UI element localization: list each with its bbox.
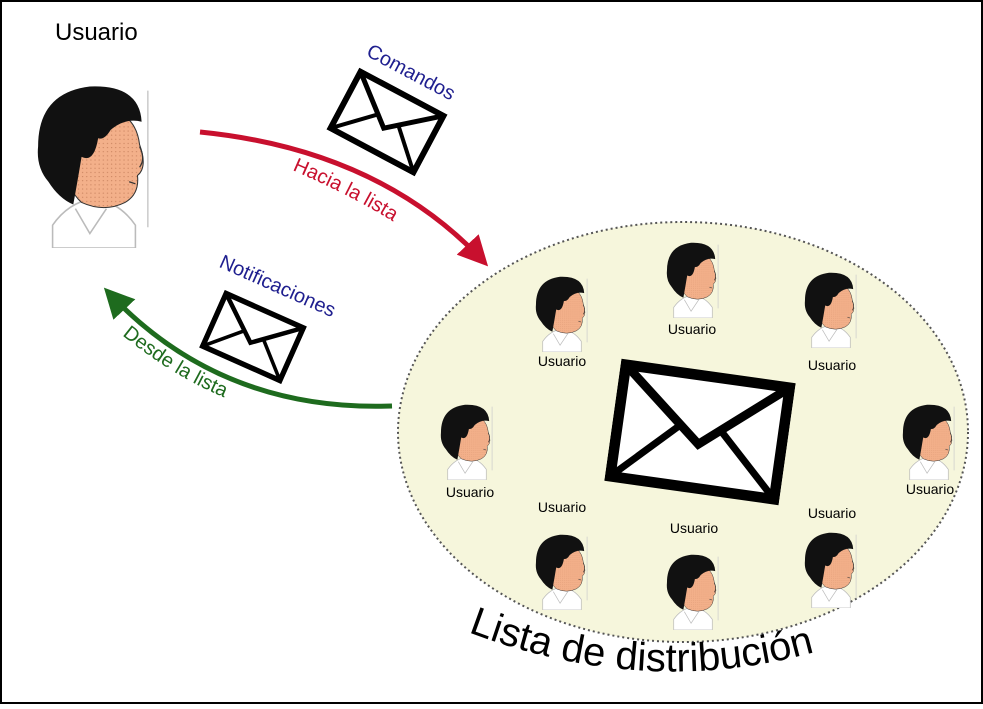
notifications-envelope [203,293,304,380]
main-user-label: Usuario [55,19,138,46]
envelope-icon [203,293,304,380]
member-user-icon [440,404,493,480]
member-user-icon [804,532,857,608]
to-list-arrow [199,129,489,267]
main-user-icon [36,85,149,248]
member-user-icon [666,554,719,630]
member-user-icon [666,242,719,318]
member-user-label: Usuario [668,321,716,337]
member-user-label: Usuario [906,481,954,497]
member-user-icon [804,272,857,348]
from-list-arrow [103,287,393,409]
member-user-label: Usuario [808,505,856,521]
member-user-label: Usuario [808,357,856,373]
member-user-icon [535,534,588,610]
envelope-icon [610,365,790,500]
member-user-label: Usuario [670,520,718,536]
member-user-label: Usuario [538,353,586,369]
member-user-icon [902,404,955,480]
member-user-icon [535,276,588,352]
member-user-label: Usuario [538,499,586,515]
central-envelope [610,365,790,500]
member-user-label: Usuario [446,484,494,500]
